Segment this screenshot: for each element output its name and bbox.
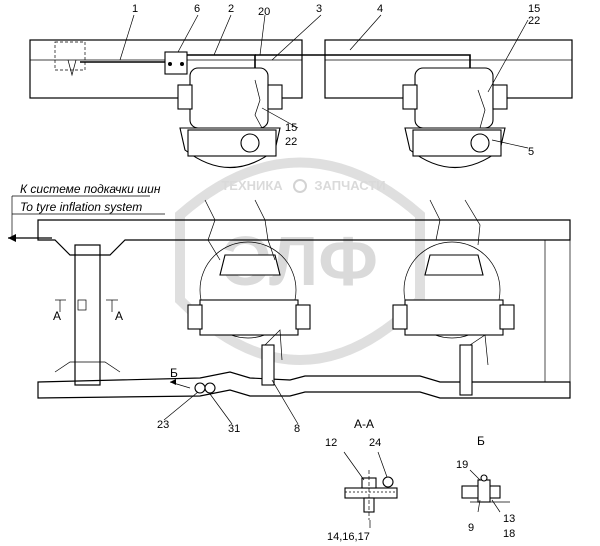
callout-24: 24	[369, 437, 381, 449]
callout-1: 1	[132, 3, 138, 15]
callout-4: 4	[377, 3, 383, 15]
cross-member	[74, 244, 101, 386]
section-aa-detail	[343, 451, 398, 528]
callout-9: 9	[468, 522, 474, 534]
right-axle-lower	[392, 199, 515, 396]
upper-side-view	[29, 39, 573, 168]
callout-31: 31	[228, 423, 240, 435]
callout-19: 19	[456, 459, 468, 471]
callout-6: 6	[194, 3, 200, 15]
callout-2: 2	[228, 3, 234, 15]
label-to-system-en: To tyre inflation system	[20, 200, 142, 214]
callout-14-16-17: 14,16,17	[327, 531, 370, 543]
watermark-tagline-left: ТЕХНИКА	[221, 178, 283, 193]
mark-b: Б	[170, 366, 178, 380]
left-axle-upper	[177, 67, 283, 168]
label-to-system-ru: К системе подкачки шин	[20, 182, 161, 196]
callout-15-mid: 15	[285, 122, 297, 134]
callout-12: 12	[325, 437, 337, 449]
mark-a-left: А	[53, 309, 61, 323]
section-b-title: Б	[477, 434, 485, 448]
callout-23: 23	[157, 419, 169, 431]
right-axle-upper	[402, 67, 508, 168]
callout-20: 20	[258, 6, 270, 18]
leader-lines-bottom	[163, 379, 299, 425]
callout-5: 5	[528, 146, 534, 158]
pipe-clamp	[194, 382, 206, 394]
callout-15-top: 15	[528, 3, 540, 15]
left-frame-rail	[29, 39, 303, 99]
left-axle-lower	[187, 199, 311, 386]
callout-22-mid: 22	[285, 136, 297, 148]
bracket-dashed	[54, 41, 86, 71]
callout-3: 3	[316, 3, 322, 15]
callout-18: 18	[503, 528, 515, 540]
lower-plan-view	[8, 195, 571, 399]
section-aa-title: А-А	[354, 417, 374, 431]
callout-13: 13	[503, 513, 515, 525]
section-b-detail	[461, 469, 510, 513]
mark-a-right: А	[115, 309, 123, 323]
callout-8: 8	[294, 423, 300, 435]
valve-block	[164, 51, 188, 75]
callout-22-top: 22	[528, 15, 540, 27]
watermark-tagline-right: ЗАПЧАСТИ	[314, 178, 385, 193]
leader-lines-top	[119, 14, 529, 149]
